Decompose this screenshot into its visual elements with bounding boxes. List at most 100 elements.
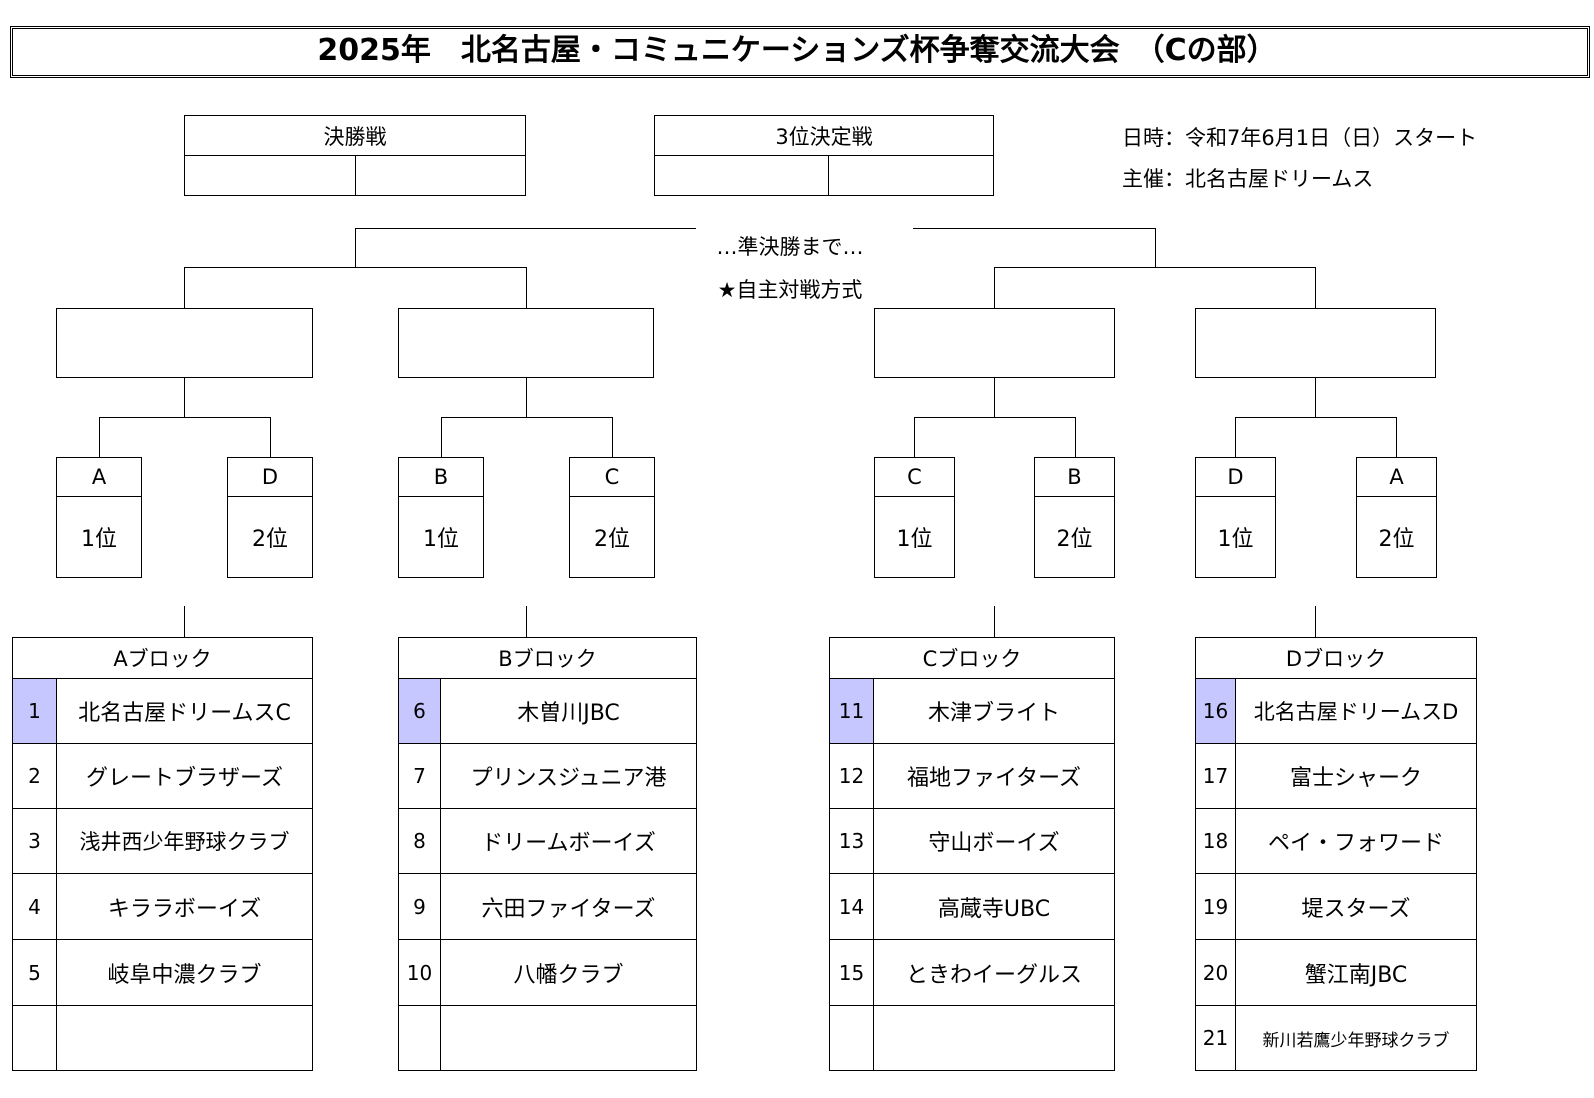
seed-block: B [398,457,484,497]
bracket-line [1235,417,1396,418]
page-title: 2025年 北名古屋・コミュニケーションズ杯争奪交流大会 （Cの部） [317,33,1277,68]
team-number: 11 [829,678,874,744]
final-slot-left [184,155,356,196]
note-until-semifinal: …準決勝まで… [716,235,864,259]
seed-block: C [874,457,955,497]
title-frame [10,26,1590,78]
team-name [440,1005,697,1071]
bracket-line [1315,606,1316,637]
bracket-line [1396,417,1397,458]
block-c-title: Cブロック [829,637,1115,679]
bracket-line [184,606,185,637]
team-name: ドリームボーイズ [440,808,697,874]
block-b-title: Bブロック [398,637,697,679]
bracket-line [184,267,185,308]
bracket-line [994,267,1315,268]
team-number: 14 [829,873,874,940]
bracket-line [441,417,442,458]
team-number: 16 [1195,678,1236,744]
team-name: 六田ファイターズ [440,873,697,940]
team-name: 北名古屋ドリームスC [56,678,313,744]
team-number: 18 [1195,808,1236,874]
team-name: ときわイーグルス [873,939,1115,1006]
semifinal-slot-2 [398,308,654,378]
team-number: 21 [1195,1005,1236,1071]
final-slot-right [355,155,526,196]
bracket-line [526,267,527,308]
team-number: 9 [398,873,441,940]
seed-rank: 2位 [1034,496,1115,578]
third-place-slot-right [828,155,994,196]
bracket-line [914,417,1075,418]
third-place-slot-left [654,155,829,196]
bracket-line [184,378,185,417]
team-name: 福地ファイターズ [873,743,1115,809]
team-number: 3 [12,808,57,874]
team-name: 木曽川JBC [440,678,697,744]
team-name: ペイ・フォワード [1235,808,1477,874]
team-number: 6 [398,678,441,744]
semifinal-slot-1 [56,308,313,378]
third-place-label: 3位決定戦 [654,115,994,156]
seed-rank: 2位 [227,496,313,578]
team-name: 富士シャーク [1235,743,1477,809]
bracket-line [441,417,612,418]
team-number: 10 [398,939,441,1006]
bracket-line [355,228,356,268]
team-number [398,1005,441,1071]
bracket-line [914,417,915,458]
team-name: 守山ボーイズ [873,808,1115,874]
block-d-title: Dブロック [1195,637,1477,679]
team-name: 岐阜中濃クラブ [56,939,313,1006]
bracket-line [1155,228,1156,268]
bracket-line [994,606,995,637]
team-name: 高蔵寺UBC [873,873,1115,940]
team-number [12,1005,57,1071]
team-number: 1 [12,678,57,744]
bracket-line [612,417,613,458]
team-name: 蟹江南JBC [1235,939,1477,1006]
team-number: 17 [1195,743,1236,809]
team-number: 5 [12,939,57,1006]
team-number: 4 [12,873,57,940]
event-date: 日時：令和7年6月1日（日）スタート [1122,126,1478,150]
bracket-line [526,378,527,417]
team-number: 8 [398,808,441,874]
team-name: 北名古屋ドリームスD [1235,678,1477,744]
team-number: 19 [1195,873,1236,940]
seed-rank: 1位 [56,496,142,578]
bracket-line [1315,267,1316,308]
seed-block: D [227,457,313,497]
bracket-line [526,606,527,637]
bracket-line [994,378,995,417]
seed-block: A [56,457,142,497]
seed-block: D [1195,457,1276,497]
team-name [873,1005,1115,1071]
team-number: 7 [398,743,441,809]
seed-rank: 1位 [1195,496,1276,578]
bracket-line [994,267,995,308]
team-name: 八幡クラブ [440,939,697,1006]
bracket-line [270,417,271,458]
team-name [56,1005,313,1071]
bracket-line [99,417,270,418]
team-name: 浅井西少年野球クラブ [56,808,313,874]
team-name: 新川若鷹少年野球クラブ [1235,1005,1477,1071]
bracket-line [1315,378,1316,417]
team-number: 12 [829,743,874,809]
team-number: 15 [829,939,874,1006]
semifinal-slot-3 [874,308,1115,378]
team-name: キララボーイズ [56,873,313,940]
semifinal-slot-4 [1195,308,1436,378]
bracket-line [184,267,526,268]
seed-rank: 1位 [874,496,955,578]
team-name: 木津ブライト [873,678,1115,744]
bracket-line [99,417,100,458]
team-name: 堤スターズ [1235,873,1477,940]
team-name: グレートブラザーズ [56,743,313,809]
seed-block: C [569,457,655,497]
bracket-line [1075,417,1076,458]
team-number [829,1005,874,1071]
seed-rank: 2位 [1356,496,1437,578]
bracket-line [913,228,1155,229]
